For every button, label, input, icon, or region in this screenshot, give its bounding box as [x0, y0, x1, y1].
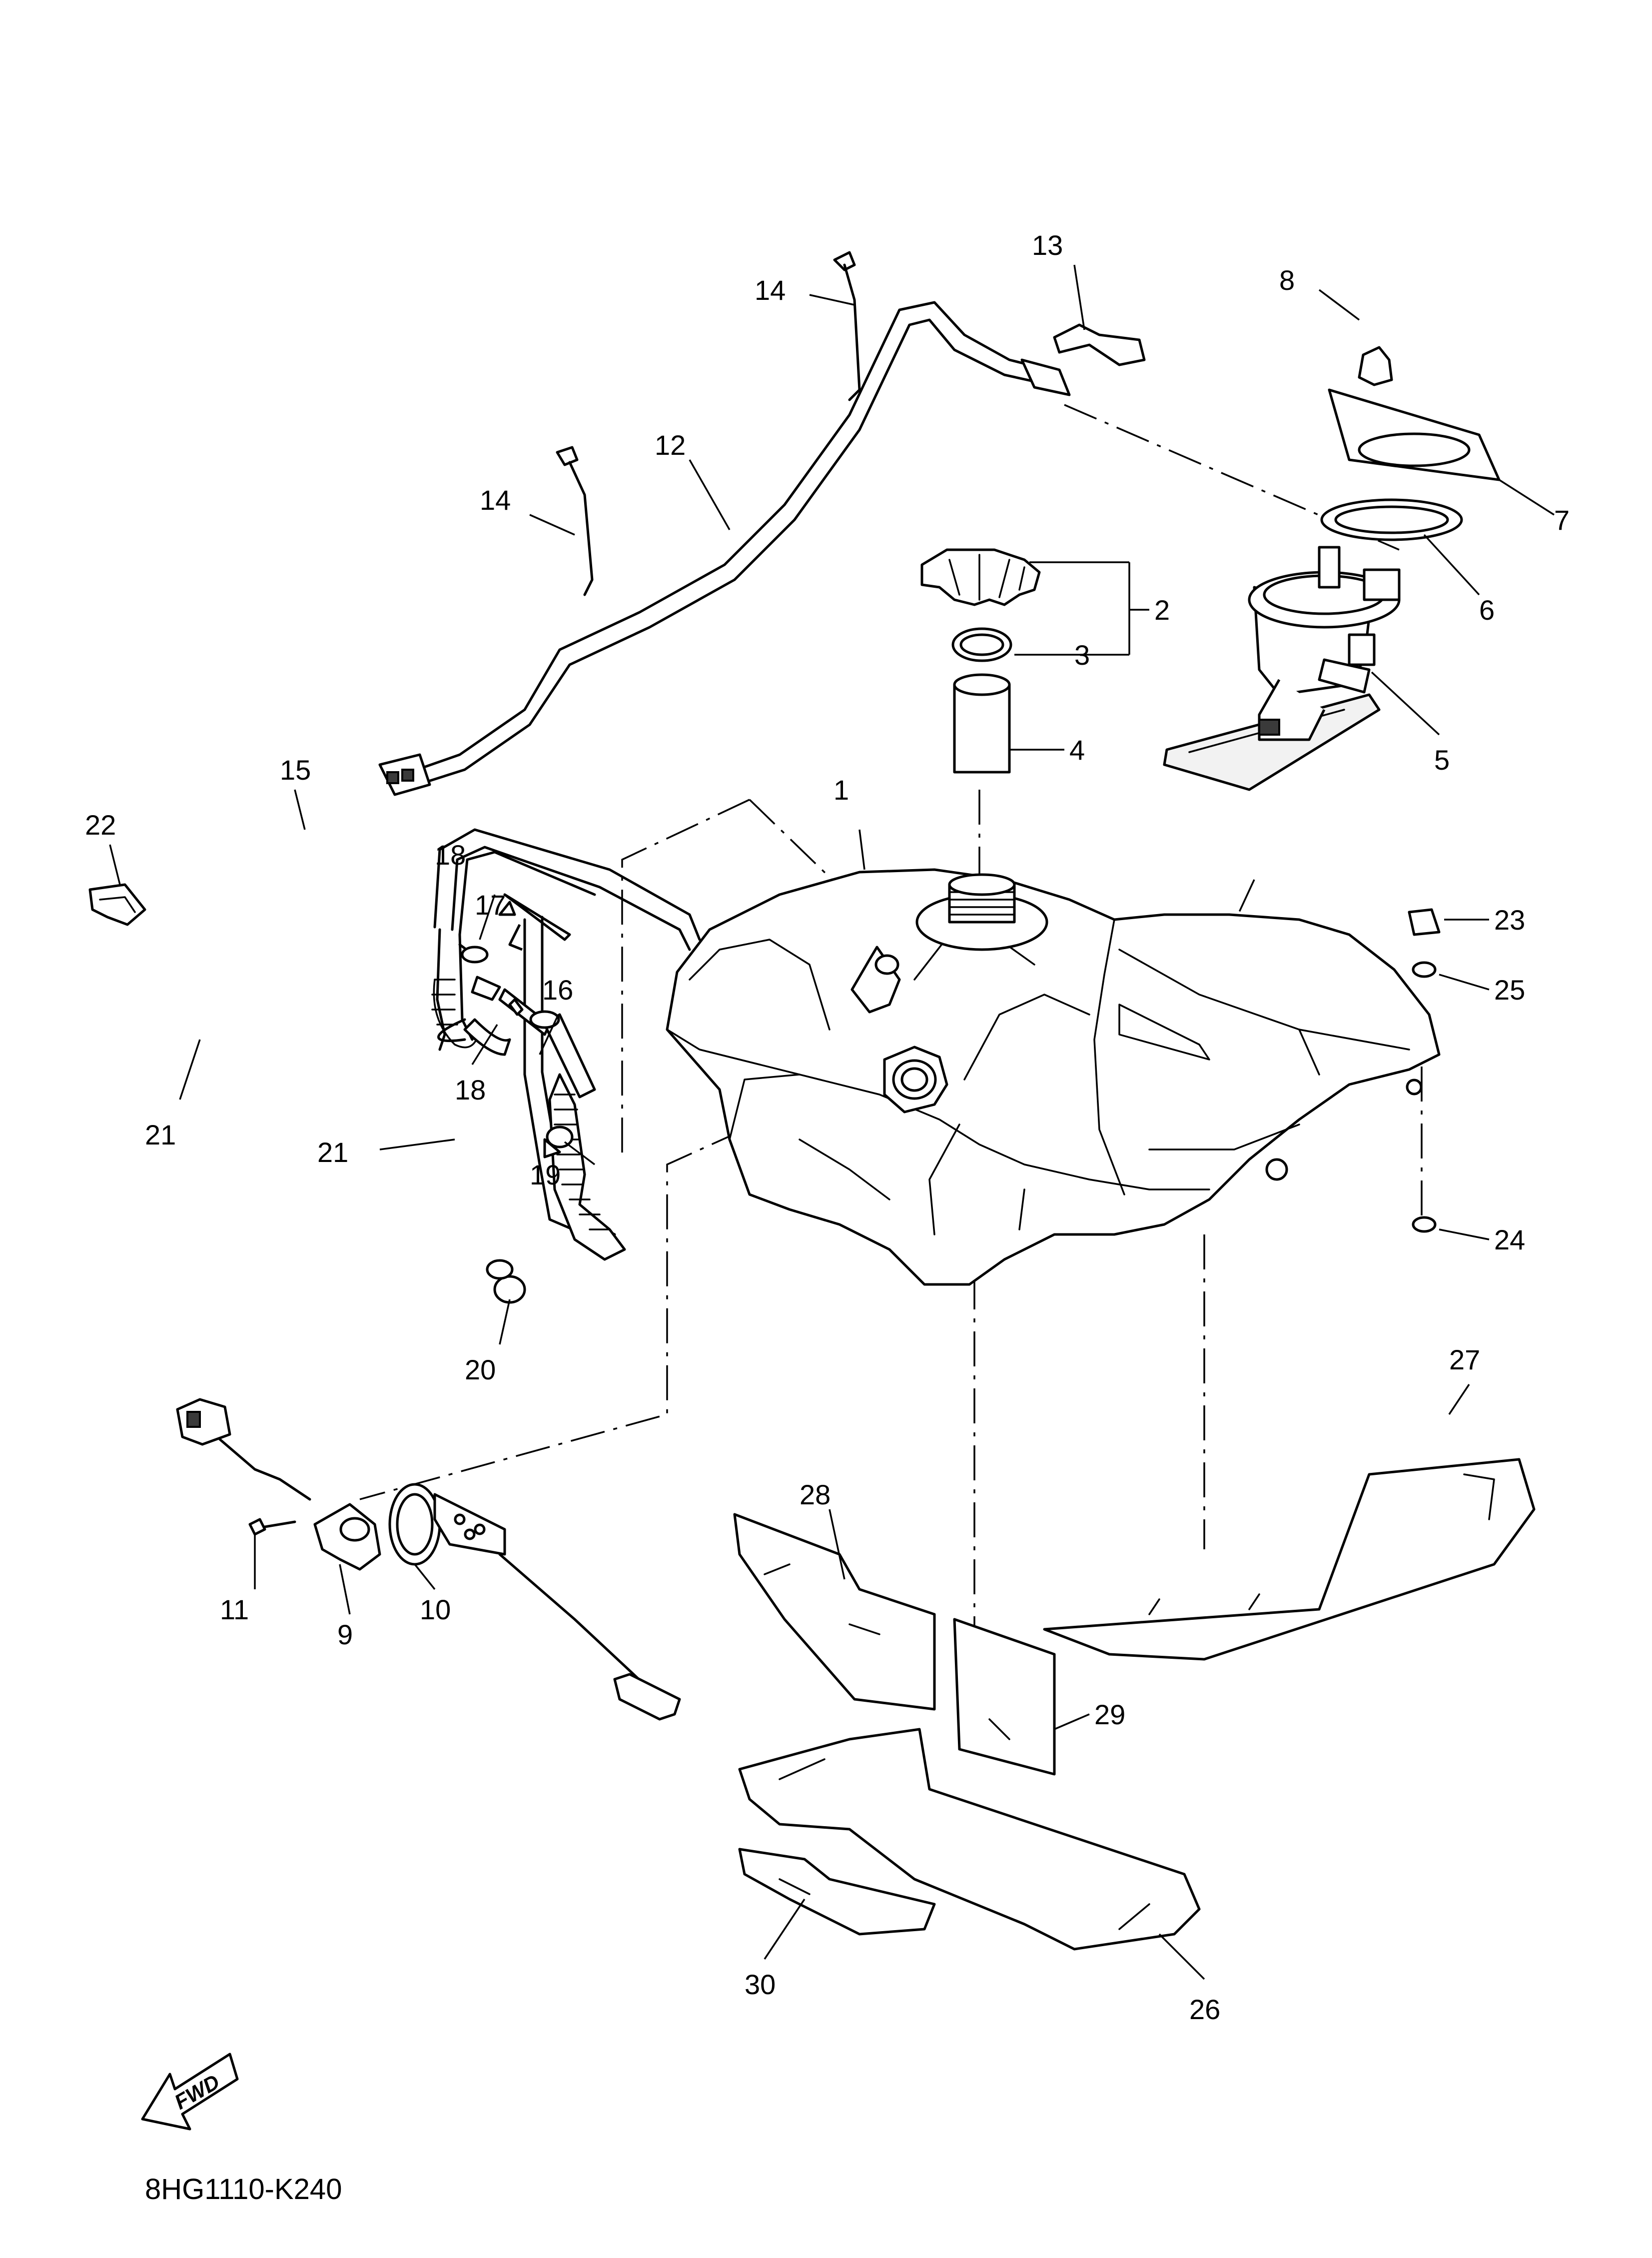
callout-26: 26 [1189, 1994, 1220, 2025]
callout-3: 3 [1074, 639, 1090, 671]
callout-22: 22 [85, 809, 116, 841]
callout-19: 19 [530, 1159, 561, 1190]
callout-25: 25 [1494, 974, 1525, 1006]
fuel-cap-assembly [920, 548, 1041, 774]
callout-21a: 21 [145, 1119, 176, 1150]
callout-18b: 18 [455, 1074, 486, 1106]
callout-27: 27 [1449, 1344, 1480, 1375]
callout-10: 10 [420, 1594, 451, 1625]
callout-21b: 21 [317, 1136, 348, 1168]
callout-6: 6 [1479, 594, 1495, 626]
callout-leaders [109, 264, 1555, 1980]
fwd-arrow: FWD [141, 2053, 239, 2131]
heat-shields [733, 908, 1536, 1951]
callout-1: 1 [833, 774, 849, 806]
callout-17: 17 [475, 889, 506, 921]
callout-11: 11 [220, 1594, 249, 1625]
callout-numbers: 1 2 3 4 5 6 7 8 9 10 11 12 13 14 14 15 1… [85, 229, 1570, 2025]
callout-2: 2 [1154, 594, 1170, 626]
hose-assembly [88, 251, 1146, 1304]
callout-14a: 14 [755, 274, 786, 306]
callout-18a: 18 [435, 839, 466, 871]
callout-7: 7 [1554, 504, 1570, 536]
callout-23: 23 [1494, 904, 1525, 936]
callout-28: 28 [800, 1479, 830, 1510]
callout-20: 20 [465, 1354, 496, 1385]
callout-15: 15 [280, 754, 311, 786]
callout-9: 9 [337, 1619, 353, 1650]
callout-29: 29 [1094, 1699, 1125, 1730]
callout-4: 4 [1069, 734, 1085, 766]
fuel-tank [666, 868, 1441, 1286]
callout-14b: 14 [480, 484, 511, 516]
callout-24: 24 [1494, 1224, 1525, 1255]
fuel-pump-assembly [1163, 346, 1501, 791]
callout-12: 12 [655, 429, 686, 461]
callout-5: 5 [1434, 744, 1450, 776]
callout-16: 16 [542, 974, 573, 1006]
sender-unit-assembly [176, 1398, 681, 1721]
diagram-code: 8HG1110-K240 [145, 2173, 342, 2206]
callout-8: 8 [1279, 264, 1295, 296]
callout-13: 13 [1032, 229, 1063, 261]
callout-30: 30 [745, 1969, 776, 2000]
